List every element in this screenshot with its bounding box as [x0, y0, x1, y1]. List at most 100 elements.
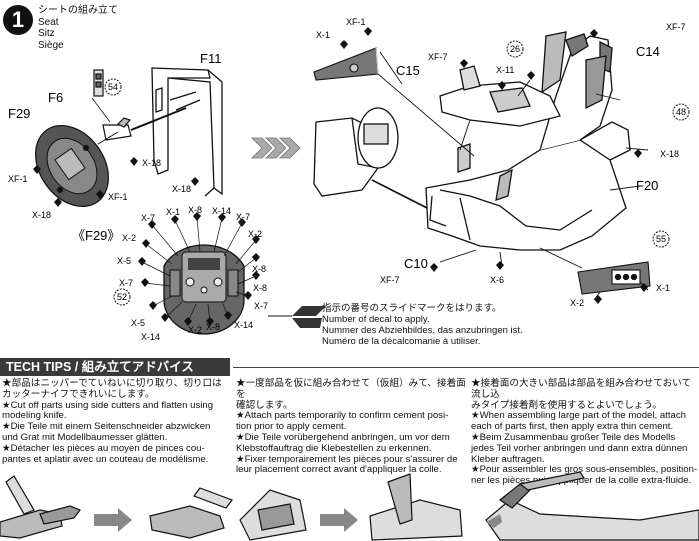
decal-note-en: Number of decal to apply. [322, 314, 430, 325]
label-f6: F6 [48, 90, 63, 105]
decal-arrow-icon [268, 306, 326, 328]
tip-line: und Grat mit Modellbaumesser glätten. [2, 431, 168, 443]
decal-52-marker: 52 [113, 288, 131, 306]
svg-text:54: 54 [108, 82, 118, 92]
decal-48-marker: 48 [672, 103, 690, 121]
tip-line: ner les pièces puis appliquer de la coll… [471, 475, 692, 487]
svg-text:X-2: X-2 [570, 298, 584, 308]
svg-text:48: 48 [676, 107, 686, 117]
part-labels: F11 F6 F29 《F29》 F20 C10 C14 C15 [8, 44, 660, 271]
tip-line: modeling knife. [2, 410, 67, 422]
leader-line [97, 131, 119, 145]
assembly-flow-arrow [251, 137, 301, 159]
svg-text:X-2: X-2 [122, 233, 136, 243]
decal-number-markers: 54 52 26 48 55 [104, 40, 690, 306]
tip-line: ★一度部品を仮に組み合わせて（仮組）みて、接着面を [236, 378, 466, 400]
tech-tips-illustrations [0, 471, 699, 541]
tech-tip-cement: ★接着面の大きい部品は部品を組み合わせておいて流し込 みタイプ接着剤を使用すると… [471, 378, 699, 487]
tech-tips-divider [233, 367, 699, 368]
decal-26-marker: 26 [506, 40, 524, 58]
tip-line: ★接着面の大きい部品は部品を組み合わせておいて流し込 [471, 378, 692, 400]
svg-text:X-8: X-8 [253, 283, 267, 293]
svg-text:X-8: X-8 [206, 322, 220, 332]
svg-text:X-18: X-18 [660, 149, 679, 159]
tip-line: ★Beim Zusammenbau großer Teile des Model… [471, 431, 676, 443]
svg-text:XF-7: XF-7 [380, 275, 400, 285]
tip-line: ★部品はニッパーでていねいに切り取り、切り口は [2, 378, 222, 389]
steering-wheel-f29 [35, 124, 109, 208]
svg-text:XF-7: XF-7 [666, 22, 686, 32]
svg-text:X-1: X-1 [166, 207, 180, 217]
tip-line: ★Détacher les pièces au moyen de pinces … [2, 442, 205, 454]
decal-note-jp: 指示の番号のスライドマークをはります。 [322, 303, 502, 314]
step-title-fr: Siège [38, 39, 64, 51]
tip-line: jedes Teil vorher anbringen und dann ext… [471, 442, 688, 454]
tip-line: カッターナイフできれいにします。 [2, 388, 155, 400]
svg-text:X-14: X-14 [234, 320, 253, 330]
cement-illustration [485, 471, 699, 541]
svg-text:XF-1: XF-1 [346, 17, 366, 27]
svg-text:X-8: X-8 [188, 205, 202, 215]
svg-text:X-6: X-6 [490, 275, 504, 285]
tip-line: each of parts first, then apply extra th… [471, 421, 674, 433]
tip-line: leur placement correct avant d'appliquer… [236, 464, 442, 476]
tip-line: ★Die Teile mit einem Seitenschneider abz… [2, 421, 211, 433]
side-panel-part [313, 47, 379, 81]
tip-line: ★Cut off parts using side cutters and fl… [2, 399, 214, 411]
svg-text:X-7: X-7 [236, 212, 250, 222]
decal-note-fr: Numéro de la décalcomanie à utiliser. [322, 336, 481, 347]
step-title-jp: シートの組み立て [38, 5, 118, 16]
tip-line: ★Fixer temporairement les pièces pour s'… [236, 453, 458, 465]
steering-wheel-detail [163, 244, 245, 335]
label-c10: C10 [404, 256, 428, 271]
decal-55-marker: 55 [652, 230, 670, 248]
tip-line: ★Attach parts temporarily to confirm cem… [236, 410, 449, 422]
tip-line: ★Die Teile vorübergehend anbringen, um v… [236, 431, 450, 443]
svg-text:X-7: X-7 [119, 278, 133, 288]
tech-tip-cutting: ★部品はニッパーでていねいに切り取り、切り口は カッターナイフできれいにします。… [2, 378, 230, 465]
svg-text:X-18: X-18 [142, 158, 161, 168]
cockpit-assembly [313, 31, 631, 251]
svg-text:XF-1: XF-1 [108, 192, 128, 202]
svg-text:X-2: X-2 [188, 325, 202, 335]
tech-tip-test-fit: ★一度部品を仮に組み合わせて（仮組）みて、接着面を 確認します。 ★Attach… [236, 378, 466, 476]
svg-text:X-5: X-5 [117, 256, 131, 266]
svg-text:X-8: X-8 [252, 264, 266, 274]
step-title: シートの組み立て Seat Sitz Siège [38, 5, 118, 51]
tip-line: Klebstoffauftrag die Klebestellen zu erk… [236, 442, 432, 454]
label-f29-detail: 《F29》 [72, 228, 120, 243]
svg-text:X-7: X-7 [141, 213, 155, 223]
svg-text:X-7: X-7 [254, 301, 268, 311]
step-number-badge: 1 [3, 5, 33, 35]
label-f20: F20 [636, 178, 658, 193]
leader-line [91, 97, 111, 123]
svg-text:X-18: X-18 [32, 210, 51, 220]
svg-text:X-1: X-1 [316, 30, 330, 40]
assembly-leader-lines [377, 51, 649, 301]
tech-tips-header: TECH TIPS / 組み立てアドバイス [0, 358, 230, 376]
paint-callouts: X-18 X-18 X-18 XF-1 XF-1 X-7 X-1 X-8 X-1… [8, 17, 686, 342]
svg-text:XF-7: XF-7 [428, 52, 448, 62]
svg-text:26: 26 [510, 44, 520, 54]
svg-text:XF-1: XF-1 [8, 174, 28, 184]
tip-line: 確認します。 [236, 399, 293, 411]
svg-text:X-18: X-18 [172, 184, 191, 194]
test-fit-illustration [239, 473, 463, 541]
tip-line: ★Pour assembler les gros sous-ensembles,… [471, 464, 698, 476]
tip-line: tion prior to apply cement. [236, 421, 347, 433]
tip-line: ★When assembling large part of the model… [471, 410, 686, 422]
step-title-line2: Seat [38, 16, 59, 28]
cutting-illustration [0, 475, 233, 539]
decal-note-de: Nummer des Abziehbildes, das anzubringen… [322, 325, 523, 336]
svg-text:X-14: X-14 [141, 332, 160, 342]
svg-text:55: 55 [656, 234, 666, 244]
step-number: 1 [11, 7, 25, 32]
svg-text:X-5: X-5 [131, 318, 145, 328]
seat-frame-f11 [151, 67, 223, 197]
label-f11: F11 [200, 51, 221, 66]
label-c15: C15 [396, 63, 420, 78]
label-f29: F29 [8, 106, 30, 121]
tip-line: みタイプ接着剤を使用するとよいでしょう。 [471, 399, 663, 411]
svg-text:X-2: X-2 [248, 229, 262, 239]
svg-text:X-14: X-14 [212, 206, 231, 216]
